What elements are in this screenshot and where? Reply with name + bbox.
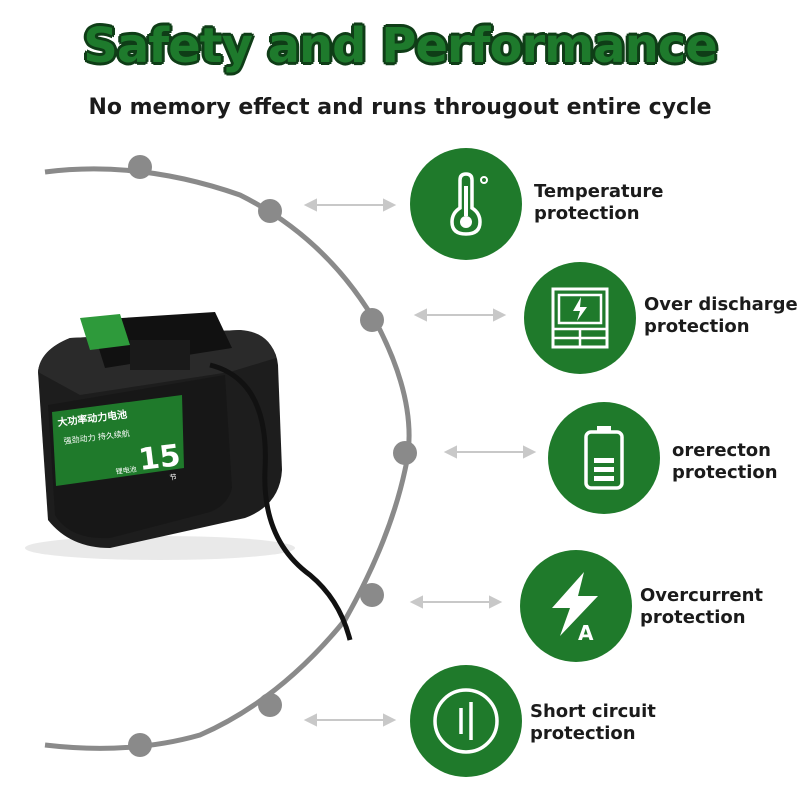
double-arrow-icon (303, 198, 397, 212)
arc-dot (258, 199, 282, 223)
page-title: Safety and Performance (83, 18, 718, 74)
arc-dot (360, 583, 384, 607)
double-arrow-icon (413, 308, 507, 322)
arc-dot (128, 733, 152, 757)
arc-dot (360, 308, 384, 332)
svg-text:A: A (578, 621, 594, 642)
feature-battery-line2: protection (672, 462, 778, 483)
feature-battery-line1: orerecton (672, 440, 771, 461)
arc-dot (258, 693, 282, 717)
feature-short-circuit-label: Short circuit protection (530, 701, 656, 745)
feature-overcurrent-line1: Overcurrent (640, 585, 763, 606)
short-circuit-icon (433, 688, 499, 754)
page-subtitle: No memory effect and runs througout enti… (88, 95, 712, 120)
battery-label-side: 锂电池 (115, 464, 137, 475)
feature-temperature-badge (410, 148, 522, 260)
feature-battery-label: orerecton protection (672, 440, 778, 484)
battery-capacity-unit: 节 (169, 473, 177, 482)
over-discharge-icon (551, 287, 609, 349)
feature-temperature-line1: Temperature (534, 181, 664, 202)
feature-over-discharge-line2: protection (644, 316, 750, 337)
battery-capacity: 15 (137, 438, 183, 478)
lightning-ampere-icon: A (552, 572, 598, 642)
feature-short-circuit-line2: protection (530, 723, 636, 744)
feature-short-circuit-line1: Short circuit (530, 701, 656, 722)
feature-over-discharge-line1: Over discharge (644, 294, 798, 315)
double-arrow-icon (303, 713, 397, 727)
arc-dot (128, 155, 152, 179)
feature-temperature-line2: protection (534, 203, 640, 224)
feature-short-circuit-badge (410, 665, 522, 777)
feature-over-discharge-badge (524, 262, 636, 374)
feature-over-discharge-label: Over discharge protection (644, 294, 798, 338)
arc-dot (393, 441, 417, 465)
double-arrow-icon (409, 595, 503, 609)
battery-icon (584, 426, 624, 490)
timeline-arc (44, 166, 412, 751)
feature-temperature-label: Temperature protection (534, 181, 663, 225)
double-arrow-icon (443, 445, 537, 459)
feature-overcurrent-line2: protection (640, 607, 746, 628)
feature-overcurrent-badge: A (520, 550, 632, 662)
feature-battery-badge (548, 402, 660, 514)
thermometer-icon (450, 172, 488, 236)
feature-overcurrent-label: Overcurrent protection (640, 585, 763, 629)
battery-pack-image (25, 312, 353, 641)
